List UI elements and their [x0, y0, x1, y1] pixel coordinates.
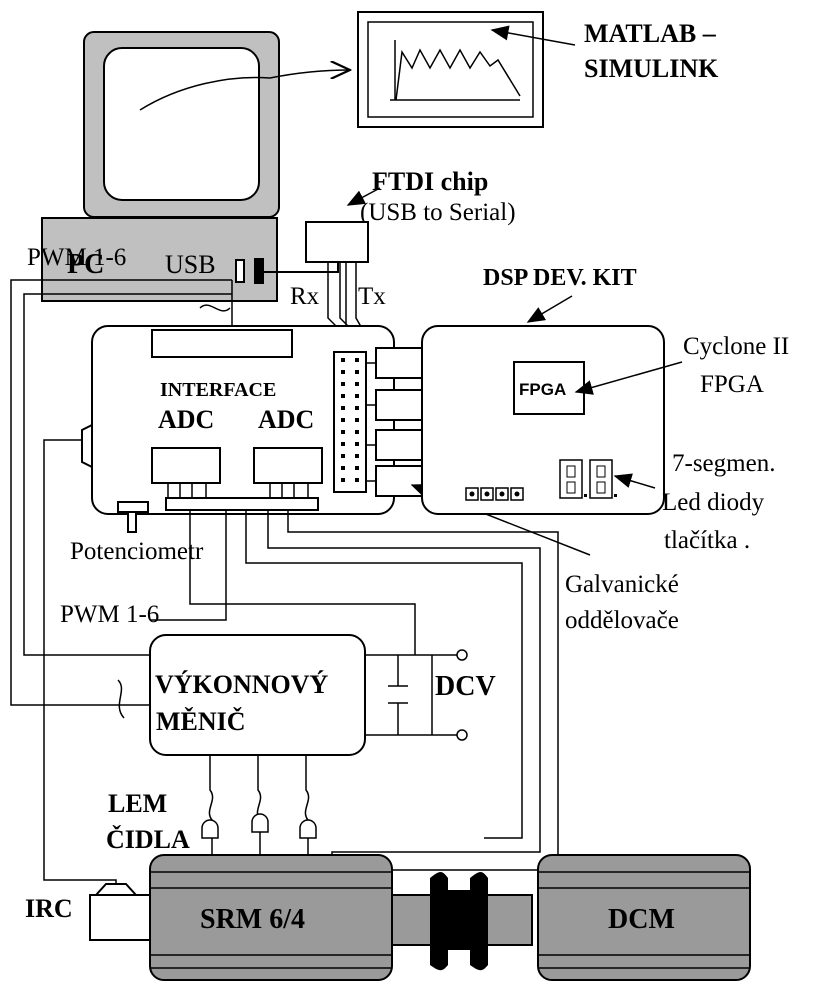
seg-label-3: tlačítka . — [664, 527, 750, 554]
cyclone-label-2: FPGA — [700, 371, 764, 398]
lem-wire-3 — [287, 510, 559, 871]
pwm-mid-label: PWM 1-6 — [60, 601, 159, 628]
pwm-top-label: PWM 1-6 — [27, 244, 126, 271]
dsp-kit-label: DSP DEV. KIT — [483, 265, 637, 291]
lem-label-2: ČIDLA — [106, 825, 190, 854]
pc-base: PC USB — [41, 217, 278, 302]
dc-terminal-plus — [456, 649, 468, 661]
matlab-arrow — [490, 25, 576, 46]
usb-serial-label: (USB to Serial) — [360, 199, 516, 226]
lem-wire-1 — [245, 510, 523, 839]
irc-encoder-icon — [95, 883, 137, 896]
irc-connector — [81, 424, 93, 468]
usb-plug-icon — [254, 258, 264, 284]
galvanic-label-2: oddělovače — [565, 607, 679, 634]
seven-seg-arrow — [613, 473, 656, 489]
rx-label: Rx — [290, 283, 320, 310]
potenciometr-label: Potenciometr — [70, 538, 204, 565]
tx-label: Tx — [358, 283, 386, 310]
seg-label-1: 7-segmen. — [672, 450, 775, 477]
phase-wire-a — [208, 755, 214, 858]
adc1-chip — [151, 447, 221, 484]
potenciometr-icon — [117, 501, 149, 513]
lem-sensor-c-icon — [299, 819, 317, 839]
plot-axes — [390, 40, 520, 101]
pc-to-matlab-arrow — [139, 70, 350, 111]
adc1-label: ADC — [158, 405, 214, 434]
ftdi-chip-box — [305, 221, 369, 263]
serial-header — [333, 351, 367, 493]
matlab-label: MATLAB – — [584, 19, 717, 48]
pc-label: PC — [67, 249, 104, 280]
seg-label-2: Led diody — [662, 489, 765, 516]
push-buttons-icon — [465, 487, 524, 501]
phase-wire-b — [256, 755, 262, 858]
lem-sensor-a-icon — [201, 819, 219, 839]
adc-pins — [167, 483, 309, 498]
interface-connector — [151, 329, 293, 358]
simulink-label: SIMULINK — [584, 54, 719, 83]
ftdi-arrow — [346, 187, 381, 206]
cyclone-arrow — [574, 361, 683, 395]
dcm-label: DCM — [608, 904, 675, 935]
fpga-chip-label: FPGA — [519, 380, 566, 399]
dc-sense-wire — [189, 510, 416, 635]
adc2-label: ADC — [258, 405, 314, 434]
menic-label-1: VÝKONNOVÝ — [155, 670, 329, 699]
coupling-icon — [430, 872, 488, 971]
irc-label: IRC — [25, 894, 73, 923]
dsp-kit-arrow — [526, 295, 573, 323]
tilde-symbol — [199, 304, 231, 312]
menic-label-2: MĚNIČ — [156, 707, 246, 736]
usb-port-icon — [235, 259, 245, 283]
srm-motor — [149, 854, 393, 981]
seven-segment-display-icon — [559, 459, 617, 499]
ftdi-label: FTDI chip — [372, 167, 488, 196]
plot-curve — [395, 48, 521, 101]
cyclone-label-1: Cyclone II — [683, 333, 789, 360]
dc-terminal-minus — [456, 729, 468, 741]
pc-monitor — [83, 31, 350, 218]
adc2-chip — [253, 447, 323, 484]
usb-label: USB — [165, 250, 216, 279]
matlab-window — [357, 11, 544, 128]
wave-symbol — [117, 679, 125, 719]
header-pins — [341, 358, 359, 482]
srm-label: SRM 6/4 — [200, 904, 305, 935]
interface-label: INTERFACE — [160, 379, 276, 401]
capacitor-icon — [388, 655, 408, 735]
dcm-motor — [537, 854, 751, 981]
phase-wire-c — [304, 755, 310, 858]
lem-label-1: LEM — [108, 789, 167, 818]
pwm-wire-inner — [23, 293, 232, 656]
galvanic-label-1: Galvanické — [565, 571, 679, 598]
dsp-kit-board — [421, 325, 665, 515]
dcv-label: DCV — [435, 671, 496, 702]
lem-sensor-b-icon — [251, 813, 269, 833]
dc-bus-wires — [365, 654, 460, 736]
pwm-wire-outer — [10, 279, 232, 706]
fpga-chip — [513, 361, 585, 415]
adc-bus-connector — [165, 497, 319, 511]
